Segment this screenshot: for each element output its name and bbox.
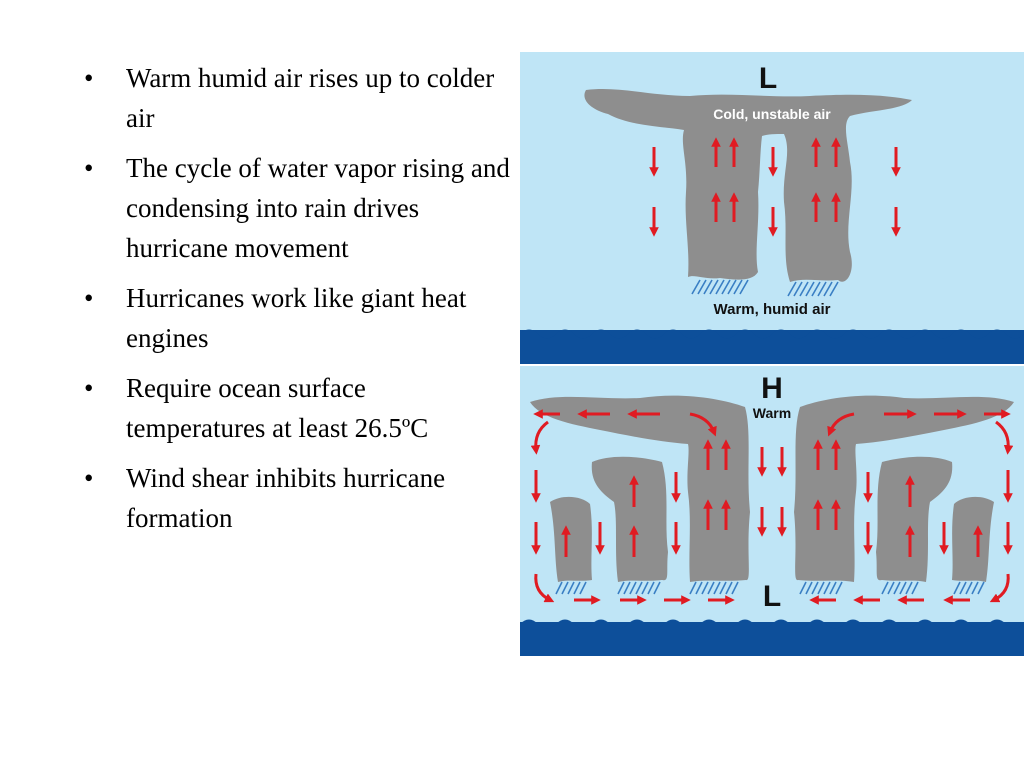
- bullet-item: • Warm humid air rises up to colder air: [80, 58, 510, 138]
- bullet-text: The cycle of water vapor rising and cond…: [126, 153, 510, 263]
- top-pressure-label: L: [759, 62, 777, 95]
- bullet-text: Hurricanes work like giant heat engines: [126, 283, 467, 353]
- top-airflow-arrows: [649, 137, 901, 237]
- top-wave: [520, 329, 1024, 342]
- bullet-item: • The cycle of water vapor rising and con…: [80, 148, 510, 268]
- bullet-item: • Wind shear inhibits hurricane formation: [80, 458, 510, 538]
- bottom-rain: [555, 581, 985, 595]
- bottom-pressure-label-top: H: [761, 372, 783, 405]
- bottom-airflow-arrows: [530, 409, 1014, 605]
- bottom-panel: H Warm L: [520, 366, 1024, 656]
- bullet-item: • Require ocean surface temperatures at l…: [80, 368, 510, 448]
- bullet-glyph: •: [84, 63, 94, 93]
- top-cloud: [584, 89, 912, 282]
- bullet-glyph: •: [84, 283, 94, 313]
- bottom-clouds: [530, 395, 1014, 582]
- top-rain: [691, 279, 839, 297]
- bottom-wave: [520, 619, 1024, 632]
- bullet-glyph: •: [84, 153, 94, 183]
- top-lower-label: Warm, humid air: [714, 301, 831, 318]
- top-panel: L Cold, unstable air Warm, humid air: [520, 52, 1024, 364]
- bullet-list: • Warm humid air rises up to colder air •…: [80, 58, 510, 548]
- bullet-text: Require ocean surface temperatures at le…: [126, 373, 429, 443]
- top-upper-label: Cold, unstable air: [713, 106, 831, 122]
- bullet-item: • Hurricanes work like giant heat engines: [80, 278, 510, 358]
- hurricane-diagram: L Cold, unstable air Warm, humid air: [520, 52, 1024, 656]
- bottom-upper-label: Warm: [753, 405, 791, 421]
- bullet-glyph: •: [84, 373, 94, 403]
- bullet-text: Warm humid air rises up to colder air: [126, 63, 495, 133]
- bottom-pressure-label-bottom: L: [763, 580, 781, 613]
- bullet-text: Wind shear inhibits hurricane formation: [126, 463, 446, 533]
- bullet-glyph: •: [84, 463, 94, 493]
